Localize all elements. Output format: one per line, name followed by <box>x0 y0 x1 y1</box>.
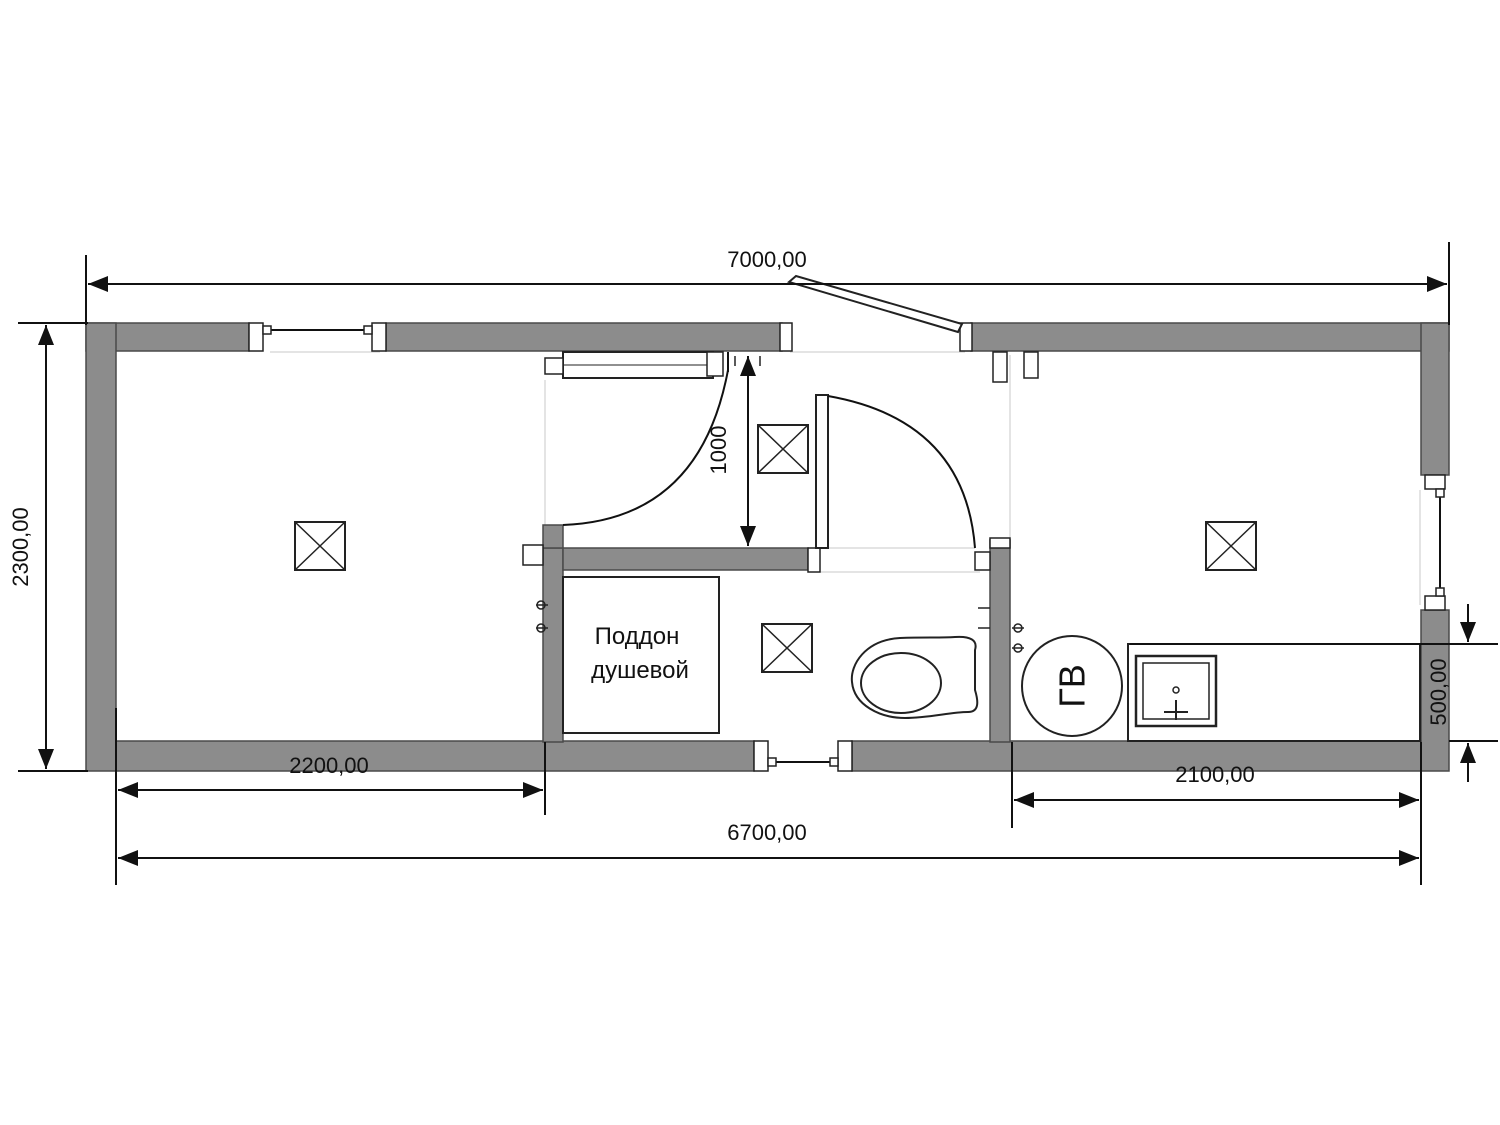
ceiling-lights <box>294 424 1257 673</box>
light-icon <box>757 424 809 474</box>
dim-inner-door: 1000 <box>706 426 731 475</box>
sink-icon <box>1134 654 1218 728</box>
water-heater-label: ГВ <box>1052 664 1093 708</box>
light-icon <box>761 623 813 673</box>
dim-right-room: 2100,00 <box>1175 762 1255 787</box>
dim-left-room: 2200,00 <box>289 753 369 778</box>
dim-overall-top: 7000,00 <box>727 247 807 272</box>
shower-tray-label-line1: Поддон <box>595 623 680 650</box>
kitchen-counter <box>1127 643 1421 742</box>
dim-height-left: 2300,00 <box>8 507 33 587</box>
dim-overall-bottom: 6700,00 <box>727 820 807 845</box>
light-icon <box>294 521 346 571</box>
dimension-lines: 7000,00 2300,00 1000 2200,00 2100,00 670… <box>8 242 1498 885</box>
dim-right-offset: 500,00 <box>1426 658 1451 725</box>
shower-tray: Поддон душевой <box>562 576 720 734</box>
water-heater: ГВ <box>1021 635 1123 737</box>
toilet-icon <box>850 635 979 720</box>
interior-walls <box>542 351 1011 743</box>
light-icon <box>1205 521 1257 571</box>
shower-tray-label-line2: душевой <box>591 657 689 684</box>
exterior-walls <box>85 322 1450 772</box>
